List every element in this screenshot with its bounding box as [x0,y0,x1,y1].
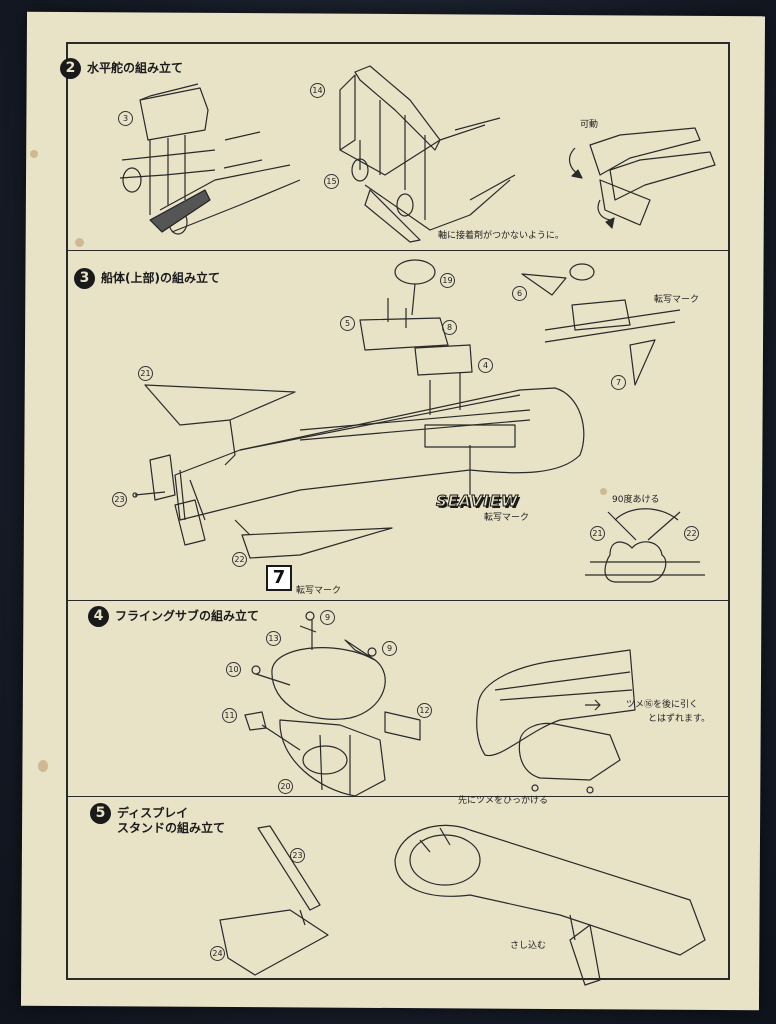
transfer-mark-label: 転写マーク [484,513,530,523]
step-number: 3 [74,268,95,289]
step-title: 水平舵の組み立て [87,61,184,75]
part-number: 20 [278,779,293,794]
step2-rudder-illustration-1 [119,83,301,235]
step5-stand-illustration [219,824,706,986]
part-number: 14 [310,83,325,98]
step2-rudder-illustration-3 [568,127,716,229]
part-number: 15 [324,174,339,189]
part-number: 21 [138,366,153,381]
part-number: 8 [442,320,457,335]
part-number: 23 [112,492,127,507]
part-number: 4 [478,358,493,373]
step-title: ディスプレイ スタンドの組み立て [117,806,226,835]
paper-stain [75,238,84,247]
paper-stain [30,150,38,158]
insert-note: さし込む [510,941,547,951]
part-number: 9 [382,641,397,656]
part-number: 11 [222,708,237,723]
step-number: 4 [88,606,109,627]
step-2-heading: 2 水平舵の組み立て [60,58,183,79]
step2-rudder-illustration-2 [339,65,516,243]
seaview-logo: SEAVIEW [436,492,519,511]
paper-stain [38,760,48,772]
part-number: 13 [266,631,281,646]
step-3-heading: 3 船体(上部)の組み立て [74,268,220,289]
angle-note: 90度あける [612,495,660,505]
section-divider [66,796,730,797]
part-number: 23 [290,848,305,863]
step-number: 5 [90,803,111,824]
part-number: 7 [611,375,626,390]
part-number: 22 [684,526,699,541]
decal-number: 7 [266,565,292,591]
hook-note: 先にツメをひっかける [458,796,549,806]
paper-stain [600,488,607,495]
transfer-mark-label: 転写マーク [296,586,342,596]
part-number: 19 [440,273,455,288]
part-number: 12 [417,703,432,718]
part-number: 6 [512,286,527,301]
part-number: 10 [226,662,241,677]
step-title: フライングサブの組み立て [115,609,260,623]
part-number: 21 [590,526,605,541]
tab-release-note-line2: とはずれます。 [648,714,711,724]
part-number: 9 [320,610,335,625]
step-5-heading: 5 ディスプレイ スタンドの組み立て [90,803,225,836]
step3-hull-illustration [132,259,705,583]
step4-flying-sub-illustration [244,611,636,797]
instruction-frame [66,42,730,980]
part-number: 22 [232,552,247,567]
transfer-mark-label: 転写マーク [654,295,700,305]
part-number: 3 [118,111,133,126]
tab-release-note-line1: ツメ⑯を後に引く [626,700,699,710]
step-4-heading: 4 フライングサブの組み立て [88,606,259,627]
step-number: 2 [60,58,81,79]
step-title: 船体(上部)の組み立て [101,271,220,285]
glue-warning-note: 軸に接着剤がつかないように。 [438,231,564,241]
section-divider [66,250,730,251]
part-number: 5 [340,316,355,331]
part-number: 24 [210,946,225,961]
section-divider [66,600,730,601]
movable-label: 可動 [580,120,599,130]
